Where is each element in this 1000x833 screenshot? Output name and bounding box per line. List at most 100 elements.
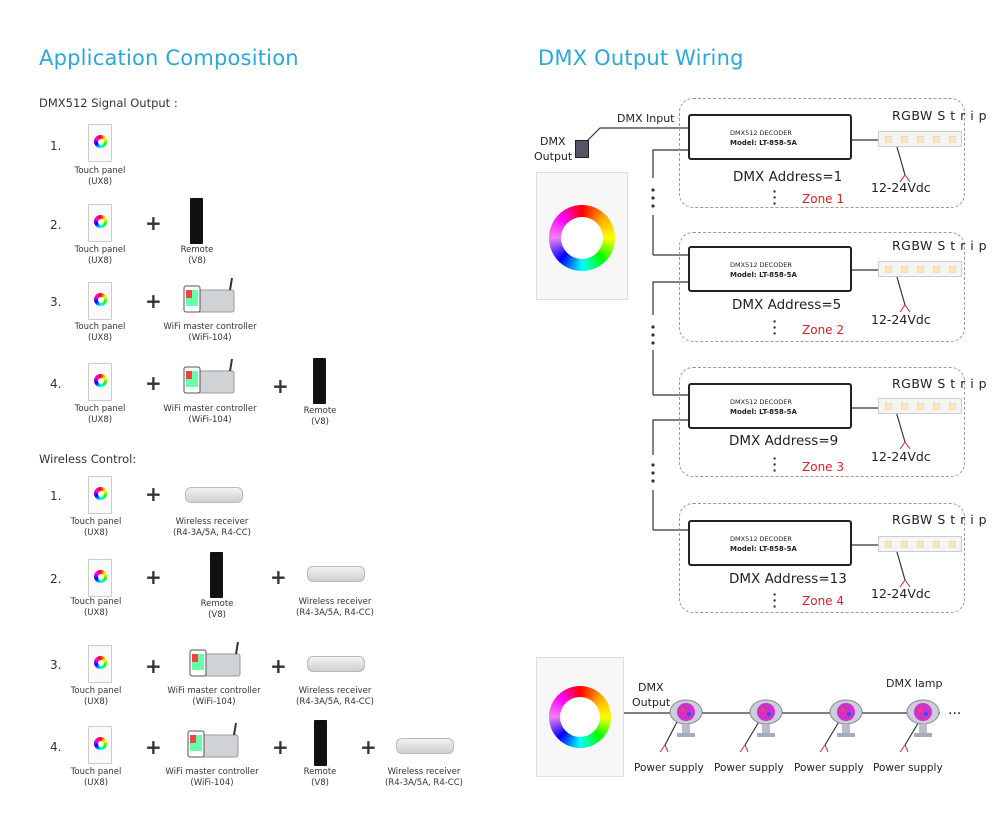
- zone-box: [679, 98, 965, 208]
- touch-panel-icon: [88, 559, 112, 597]
- touch-panel-caption: Touch panel(UX8): [70, 686, 122, 707]
- color-wheel-icon: [549, 205, 615, 271]
- more-lamps-ellipsis: ...: [948, 702, 962, 718]
- wifi-controller-caption: WiFi master controller(WiFi-104): [165, 767, 259, 788]
- plus-sign: +: [145, 654, 162, 678]
- touch-panel-large: [536, 657, 624, 777]
- touch-panel-icon: [88, 645, 112, 683]
- zone-label: Zone 3: [802, 460, 844, 474]
- plus-sign: +: [145, 565, 162, 589]
- rgbw-strip-label: RGBW S t r i p: [892, 108, 988, 123]
- wireless-receiver-icon: [307, 656, 365, 672]
- touch-panel-caption: Touch panel(UX8): [74, 166, 126, 187]
- touch-panel-caption: Touch panel(UX8): [70, 517, 122, 538]
- dmx-connector-icon: [575, 140, 589, 158]
- zone-box: [679, 367, 965, 477]
- dmx512-signal-output-heading: DMX512 Signal Output :: [39, 96, 178, 110]
- voltage-label: 12-24Vdc: [871, 312, 931, 327]
- plus-sign: +: [145, 211, 162, 235]
- plus-sign: +: [272, 735, 289, 759]
- remote-icon: [314, 720, 327, 766]
- led-strip: [878, 131, 962, 147]
- row-number: 2.: [50, 572, 62, 586]
- color-wheel-icon: [549, 686, 611, 748]
- wifi-controller-caption: WiFi master controller(WiFi-104): [163, 322, 257, 343]
- plus-sign: +: [272, 374, 289, 398]
- row-number: 3.: [50, 658, 62, 672]
- wireless-receiver-icon: [307, 566, 365, 582]
- touch-panel-icon: [88, 476, 112, 514]
- wireless-receiver-caption: Wireless receiver(R4-3A/5A, R4-CC): [296, 597, 374, 618]
- output-label: Output: [534, 150, 573, 163]
- wifi-controller-icon: [189, 642, 241, 677]
- remote-caption: Remote(V8): [303, 406, 337, 427]
- dmx-lamp-icon: [669, 699, 703, 737]
- dmx-lamp-icon: [906, 699, 940, 737]
- remote-icon: [190, 198, 203, 244]
- power-supply-label: Power supply: [714, 762, 784, 774]
- led-strip: [878, 261, 962, 277]
- power-supply-label: Power supply: [794, 762, 864, 774]
- vertical-ellipsis-icon: ···: [772, 586, 778, 614]
- vertical-ellipsis-icon: ···: [772, 183, 778, 211]
- remote-caption: Remote(V8): [180, 245, 214, 266]
- zone-label: Zone 4: [802, 594, 844, 608]
- remote-caption: Remote(V8): [200, 599, 234, 620]
- plus-sign: +: [360, 735, 377, 759]
- rgbw-strip-label: RGBW S t r i p: [892, 238, 988, 253]
- wifi-controller-icon: [183, 359, 235, 394]
- rgbw-strip-label: RGBW S t r i p: [892, 376, 988, 391]
- zone-box: [679, 232, 965, 342]
- dmx-label: DMX: [540, 135, 566, 148]
- wifi-controller-icon: [187, 723, 239, 758]
- rgbw-strip-label: RGBW S t r i p: [892, 512, 988, 527]
- touch-panel-caption: Touch panel(UX8): [74, 404, 126, 425]
- touch-panel-large: [536, 172, 628, 300]
- remote-caption: Remote(V8): [303, 767, 337, 788]
- wifi-controller-caption: WiFi master controller(WiFi-104): [163, 404, 257, 425]
- bottom-output-label: Output: [632, 696, 671, 709]
- zone-label: Zone 2: [802, 323, 844, 337]
- plus-sign: +: [145, 735, 162, 759]
- dmx-address-label: DMX Address=5: [732, 297, 842, 313]
- wireless-receiver-icon: [396, 738, 454, 754]
- wireless-receiver-icon: [185, 487, 243, 503]
- touch-panel-caption: Touch panel(UX8): [74, 245, 126, 266]
- dmx-input-label: DMX Input: [617, 112, 675, 125]
- touch-panel-caption: Touch panel(UX8): [70, 767, 122, 788]
- touch-panel-icon: [88, 124, 112, 162]
- application-composition-title: Application Composition: [39, 46, 299, 70]
- touch-panel-icon: [88, 204, 112, 242]
- dmx-address-label: DMX Address=9: [729, 433, 839, 449]
- touch-panel-caption: Touch panel(UX8): [70, 597, 122, 618]
- dmx-output-wiring-title: DMX Output Wiring: [538, 46, 744, 70]
- plus-sign: +: [145, 371, 162, 395]
- remote-icon: [210, 552, 223, 598]
- wireless-receiver-caption: Wireless receiver(R4-3A/5A, R4-CC): [296, 686, 374, 707]
- led-strip: [878, 536, 962, 552]
- row-number: 1.: [50, 489, 62, 503]
- wifi-controller-caption: WiFi master controller(WiFi-104): [167, 686, 261, 707]
- zone-box: [679, 503, 965, 613]
- vertical-ellipsis-icon: ···: [772, 313, 778, 341]
- plus-sign: +: [270, 565, 287, 589]
- power-supply-label: Power supply: [873, 762, 943, 774]
- row-number: 2.: [50, 218, 62, 232]
- dmx-address-label: DMX Address=13: [729, 571, 847, 587]
- wireless-receiver-caption: Wireless receiver(R4-3A/5A, R4-CC): [173, 517, 251, 538]
- plus-sign: +: [145, 289, 162, 313]
- dmx-lamp-icon: [749, 699, 783, 737]
- voltage-label: 12-24Vdc: [871, 449, 931, 464]
- zone-label: Zone 1: [802, 192, 844, 206]
- power-supply-label: Power supply: [634, 762, 704, 774]
- vertical-ellipsis-icon: ···: [772, 450, 778, 478]
- row-number: 3.: [50, 295, 62, 309]
- wireless-receiver-caption: Wireless receiver(R4-3A/5A, R4-CC): [385, 767, 463, 788]
- wifi-controller-icon: [183, 278, 235, 313]
- touch-panel-icon: [88, 363, 112, 401]
- row-number: 4.: [50, 377, 62, 391]
- remote-icon: [313, 358, 326, 404]
- wireless-control-heading: Wireless Control:: [39, 452, 137, 466]
